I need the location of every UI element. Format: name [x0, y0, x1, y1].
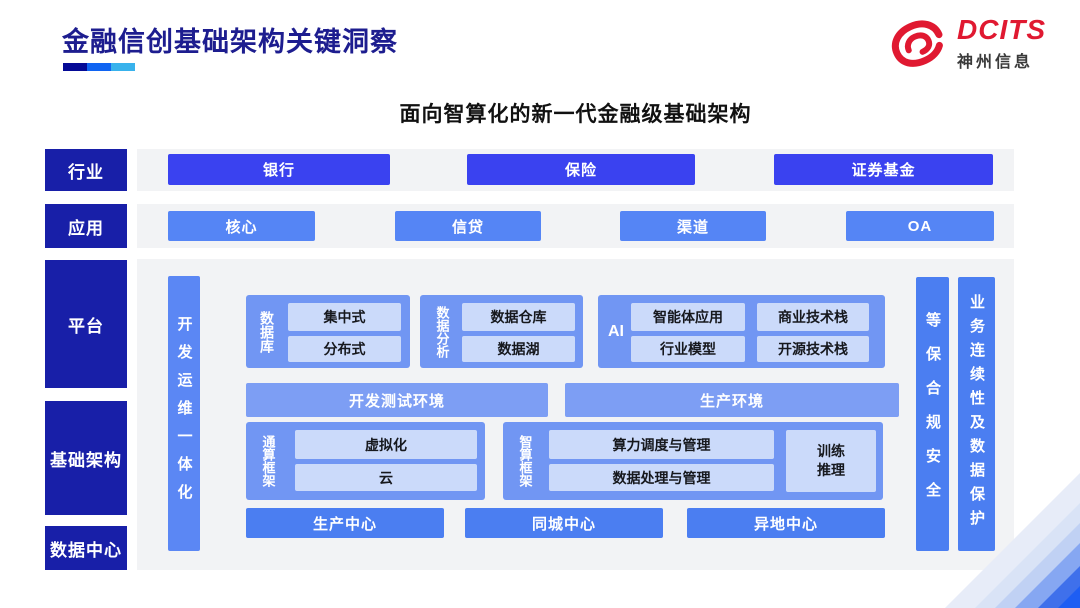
diagram-title: 面向智算化的新一代金融级基础架构 [399, 103, 752, 126]
center-same-city: 同城中心 [465, 508, 663, 538]
app-block-oa: OA [846, 211, 994, 241]
ai-item-opensource-stack: 开源技术栈 [757, 336, 869, 362]
devops-vertical-bar: 开发运维一体化 [168, 276, 200, 551]
sidebar-item-datacenter: 数据中心 [45, 526, 127, 570]
analytics-group-label: 数据分析 [434, 305, 450, 358]
industry-block-insurance: 保险 [467, 154, 695, 185]
database-item-centralized: 集中式 [288, 303, 401, 331]
industry-row: 银行 保险 证券基金 [137, 149, 1014, 191]
database-group: 数据库 集中式 分布式 [246, 295, 410, 368]
industry-block-bank: 银行 [168, 154, 390, 185]
security-compliance-bar: 等保合规安全 [916, 277, 949, 551]
framework-item-cloud: 云 [295, 464, 477, 491]
database-group-label: 数据库 [259, 310, 275, 353]
page-title: 金融信创基础架构关键洞察 [62, 27, 398, 57]
database-item-distributed: 分布式 [288, 336, 401, 362]
business-continuity-bar: 业务连续性及数据保护 [958, 277, 995, 551]
framework-item-compute-scheduling: 算力调度与管理 [549, 430, 774, 459]
env-production: 生产环境 [565, 383, 899, 417]
ai-group-label: AI [608, 322, 624, 340]
sidebar-item-industry: 行业 [45, 149, 127, 191]
underline-segment-dark [63, 63, 87, 71]
application-row: 核心 信贷 渠道 OA [137, 204, 1014, 248]
logo-text: DCITS 神州信息 [957, 16, 1046, 72]
framework-item-virtualization: 虚拟化 [295, 430, 477, 459]
intelligent-framework-label: 智算框架 [517, 435, 533, 487]
ai-item-commercial-stack: 商业技术栈 [757, 303, 869, 331]
ai-item-agent-app: 智能体应用 [631, 303, 745, 331]
company-logo: DCITS 神州信息 [885, 16, 1046, 72]
sidebar-item-infrastructure: 基础架构 [45, 401, 127, 515]
app-block-credit: 信贷 [395, 211, 541, 241]
app-block-core: 核心 [168, 211, 315, 241]
app-block-channel: 渠道 [620, 211, 766, 241]
framework-item-training-inference: 训练 推理 [786, 430, 876, 492]
general-framework-group: 通算框架 虚拟化 云 [246, 422, 485, 500]
center-production: 生产中心 [246, 508, 444, 538]
framework-item-data-processing: 数据处理与管理 [549, 464, 774, 491]
ai-item-industry-model: 行业模型 [631, 336, 745, 362]
underline-segment-light [111, 63, 135, 71]
env-dev-test: 开发测试环境 [246, 383, 548, 417]
general-framework-label: 通算框架 [260, 435, 276, 487]
platform-panel: 开发运维一体化 数据库 集中式 分布式 数据分析 数据仓库 数据湖 AI 智能体… [137, 259, 1014, 570]
center-remote: 异地中心 [687, 508, 885, 538]
logo-company-name: 神州信息 [957, 54, 1034, 71]
title-underline [63, 63, 135, 71]
analytics-group: 数据分析 数据仓库 数据湖 [420, 295, 583, 368]
intelligent-framework-group: 智算框架 算力调度与管理 数据处理与管理 训练 推理 [503, 422, 883, 500]
analytics-item-datalake: 数据湖 [462, 336, 575, 362]
sidebar-item-application: 应用 [45, 204, 127, 248]
sidebar-item-platform: 平台 [45, 260, 127, 388]
logo-brand: DCITS [957, 14, 1046, 45]
ai-group: AI 智能体应用 商业技术栈 行业模型 开源技术栈 [598, 295, 885, 368]
analytics-item-warehouse: 数据仓库 [462, 303, 575, 331]
dcits-swirl-icon [891, 20, 943, 67]
underline-segment-mid [87, 63, 111, 71]
industry-block-securities: 证券基金 [774, 154, 993, 185]
